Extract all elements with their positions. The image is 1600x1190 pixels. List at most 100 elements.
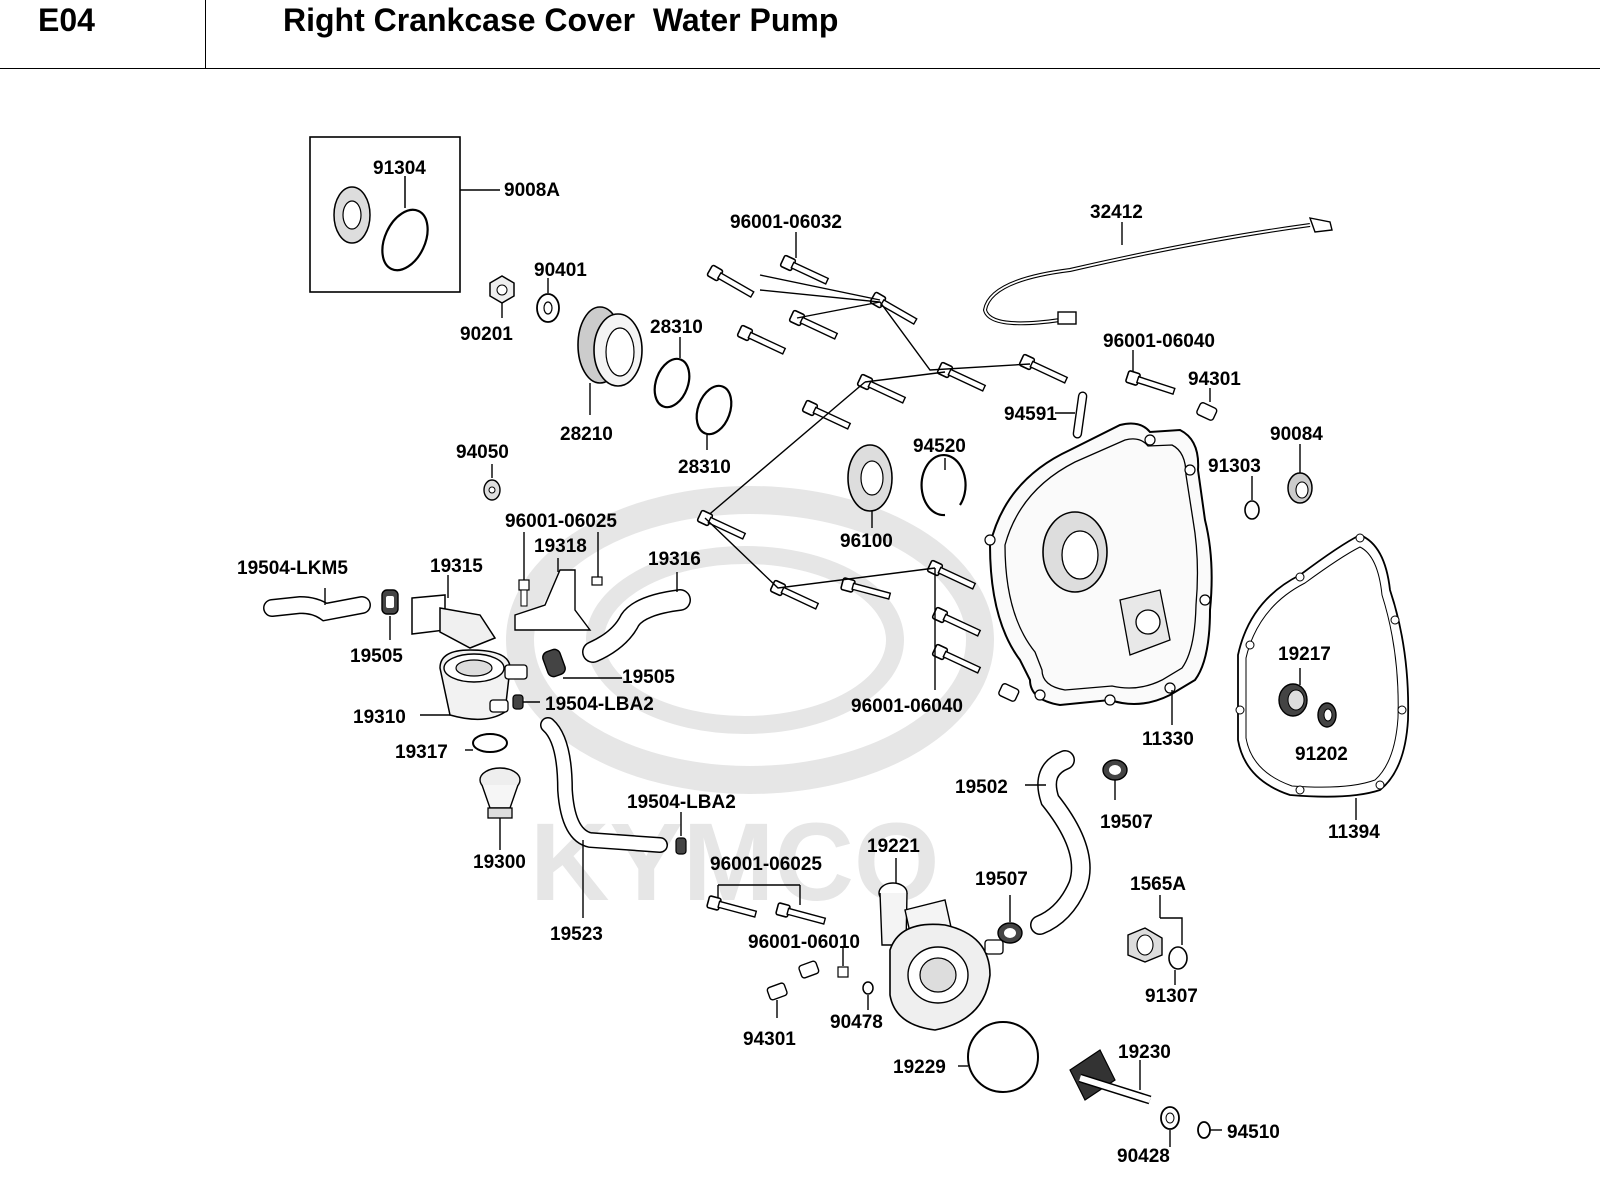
hose-19504-LKM5 bbox=[263, 588, 399, 640]
part-label: 96001-06025 bbox=[710, 854, 822, 875]
part-label: 19310 bbox=[353, 707, 406, 728]
nut-94050 bbox=[483, 464, 501, 501]
o-ring-icon bbox=[653, 357, 691, 409]
part-label: 90084 bbox=[1270, 424, 1323, 445]
part-label: 19221 bbox=[867, 836, 920, 857]
part-label: 1565A bbox=[1130, 874, 1186, 895]
crankcase-cover-11330 bbox=[984, 422, 1213, 725]
part-label: 96001-06032 bbox=[730, 212, 842, 233]
part-label: 91304 bbox=[373, 158, 426, 179]
seal-and-orings bbox=[577, 306, 733, 450]
clamps-middle bbox=[512, 648, 622, 710]
kit-box-9008A bbox=[309, 136, 500, 293]
nut-washer bbox=[489, 275, 560, 323]
part-label: 94301 bbox=[743, 1029, 796, 1050]
part-label: 94301 bbox=[1188, 369, 1241, 390]
dowel-pin-icon bbox=[998, 683, 1020, 702]
page-title: Right Crankcase Cover Water Pump bbox=[283, 2, 839, 38]
hose-clamp-icon bbox=[675, 837, 687, 855]
bolt-icon bbox=[591, 576, 603, 586]
gasket-19229 bbox=[958, 1021, 1039, 1093]
part-label: 90478 bbox=[830, 1012, 883, 1033]
part-label: 96001-06025 bbox=[505, 511, 617, 532]
part-label: 90401 bbox=[534, 260, 587, 281]
part-label: 19502 bbox=[955, 777, 1008, 798]
cable-32412 bbox=[982, 217, 1333, 326]
o-ring-icon bbox=[695, 384, 733, 436]
part-label: 96001-06040 bbox=[851, 696, 963, 717]
part-label: 19523 bbox=[550, 924, 603, 945]
part-label: 19504-LKM5 bbox=[237, 558, 348, 579]
thermostat-19300 bbox=[479, 767, 521, 850]
o-ring-icon bbox=[862, 981, 874, 995]
clip-icon bbox=[1197, 1121, 1211, 1139]
washer-icon bbox=[536, 293, 560, 323]
part-label: 19507 bbox=[975, 869, 1028, 890]
part-label: 96100 bbox=[840, 531, 893, 552]
part-label: 28310 bbox=[650, 317, 703, 338]
part-label: 91202 bbox=[1295, 744, 1348, 765]
hose-clamp-icon bbox=[512, 694, 524, 710]
part-label: 94510 bbox=[1227, 1122, 1280, 1143]
part-label: 19504-LBA2 bbox=[545, 694, 654, 715]
part-label: 28210 bbox=[560, 424, 613, 445]
part-label: 19507 bbox=[1100, 812, 1153, 833]
part-label: 96001-06010 bbox=[748, 932, 860, 953]
part-label: 19318 bbox=[534, 536, 587, 557]
part-label: 19229 bbox=[893, 1057, 946, 1078]
dowel-pin-icon bbox=[766, 982, 788, 1001]
o-ring-icon bbox=[1244, 500, 1260, 520]
bolts-lower-center bbox=[705, 884, 874, 1018]
part-label: 94050 bbox=[456, 442, 509, 463]
part-label: 90201 bbox=[460, 324, 513, 345]
plug-90084 bbox=[1244, 444, 1313, 520]
part-label: 19504-LBA2 bbox=[627, 792, 736, 813]
part-label: 9008A bbox=[504, 180, 560, 201]
thermostat-housing-parts bbox=[411, 532, 603, 649]
part-label: 11330 bbox=[1142, 729, 1194, 750]
part-label: 91307 bbox=[1145, 986, 1198, 1007]
pin-icon bbox=[1072, 391, 1088, 439]
hose-clamp-icon bbox=[542, 648, 566, 678]
bearing-and-circlip bbox=[847, 444, 967, 528]
part-label: 19317 bbox=[395, 742, 448, 763]
gasket-11394 bbox=[1235, 533, 1410, 820]
part-label: 90428 bbox=[1117, 1146, 1170, 1167]
part-label: 28310 bbox=[678, 457, 731, 478]
o-ring-icon bbox=[472, 733, 508, 753]
impeller-19230 bbox=[1069, 1049, 1222, 1147]
part-label: 32412 bbox=[1090, 202, 1143, 223]
washer-icon bbox=[1160, 1106, 1180, 1130]
header-divider bbox=[205, 0, 206, 68]
part-label: 94520 bbox=[913, 436, 966, 457]
part-label: 19230 bbox=[1118, 1042, 1171, 1063]
o-ring-icon bbox=[381, 208, 429, 272]
dowel-pin-icon bbox=[1196, 402, 1218, 421]
hose-19316 bbox=[582, 572, 691, 663]
part-label: 91303 bbox=[1208, 456, 1261, 477]
hose-19523 bbox=[540, 717, 687, 918]
dowel-pin-icon bbox=[798, 960, 820, 979]
circlip-icon bbox=[920, 454, 967, 517]
part-label: 19315 bbox=[430, 556, 483, 577]
water-pump-19221 bbox=[878, 858, 1004, 1031]
section-code: E04 bbox=[38, 2, 95, 38]
part-label: 19300 bbox=[473, 852, 526, 873]
sensor-1565A bbox=[1127, 895, 1188, 985]
bolt-icon bbox=[518, 579, 530, 591]
bolts-96001-06032 bbox=[704, 232, 1070, 519]
o-ring-icon bbox=[1168, 946, 1188, 970]
part-label: 11394 bbox=[1328, 822, 1380, 843]
watermark-text: KYMCO bbox=[530, 801, 939, 924]
part-label: 19505 bbox=[622, 667, 675, 688]
part-label: 19505 bbox=[350, 646, 403, 667]
part-label: 96001-06040 bbox=[1103, 331, 1215, 352]
part-label: 19316 bbox=[648, 549, 701, 570]
gasket-icon bbox=[967, 1021, 1039, 1093]
part-labels: 91304 9008A 90401 90201 28310 28210 2831… bbox=[237, 158, 1380, 1167]
part-label: 19217 bbox=[1278, 644, 1331, 665]
thermostat-housing-19310 bbox=[420, 649, 528, 753]
page-header: E04 Right Crankcase Cover Water Pump bbox=[0, 0, 1600, 69]
impeller-icon bbox=[1069, 1049, 1116, 1101]
